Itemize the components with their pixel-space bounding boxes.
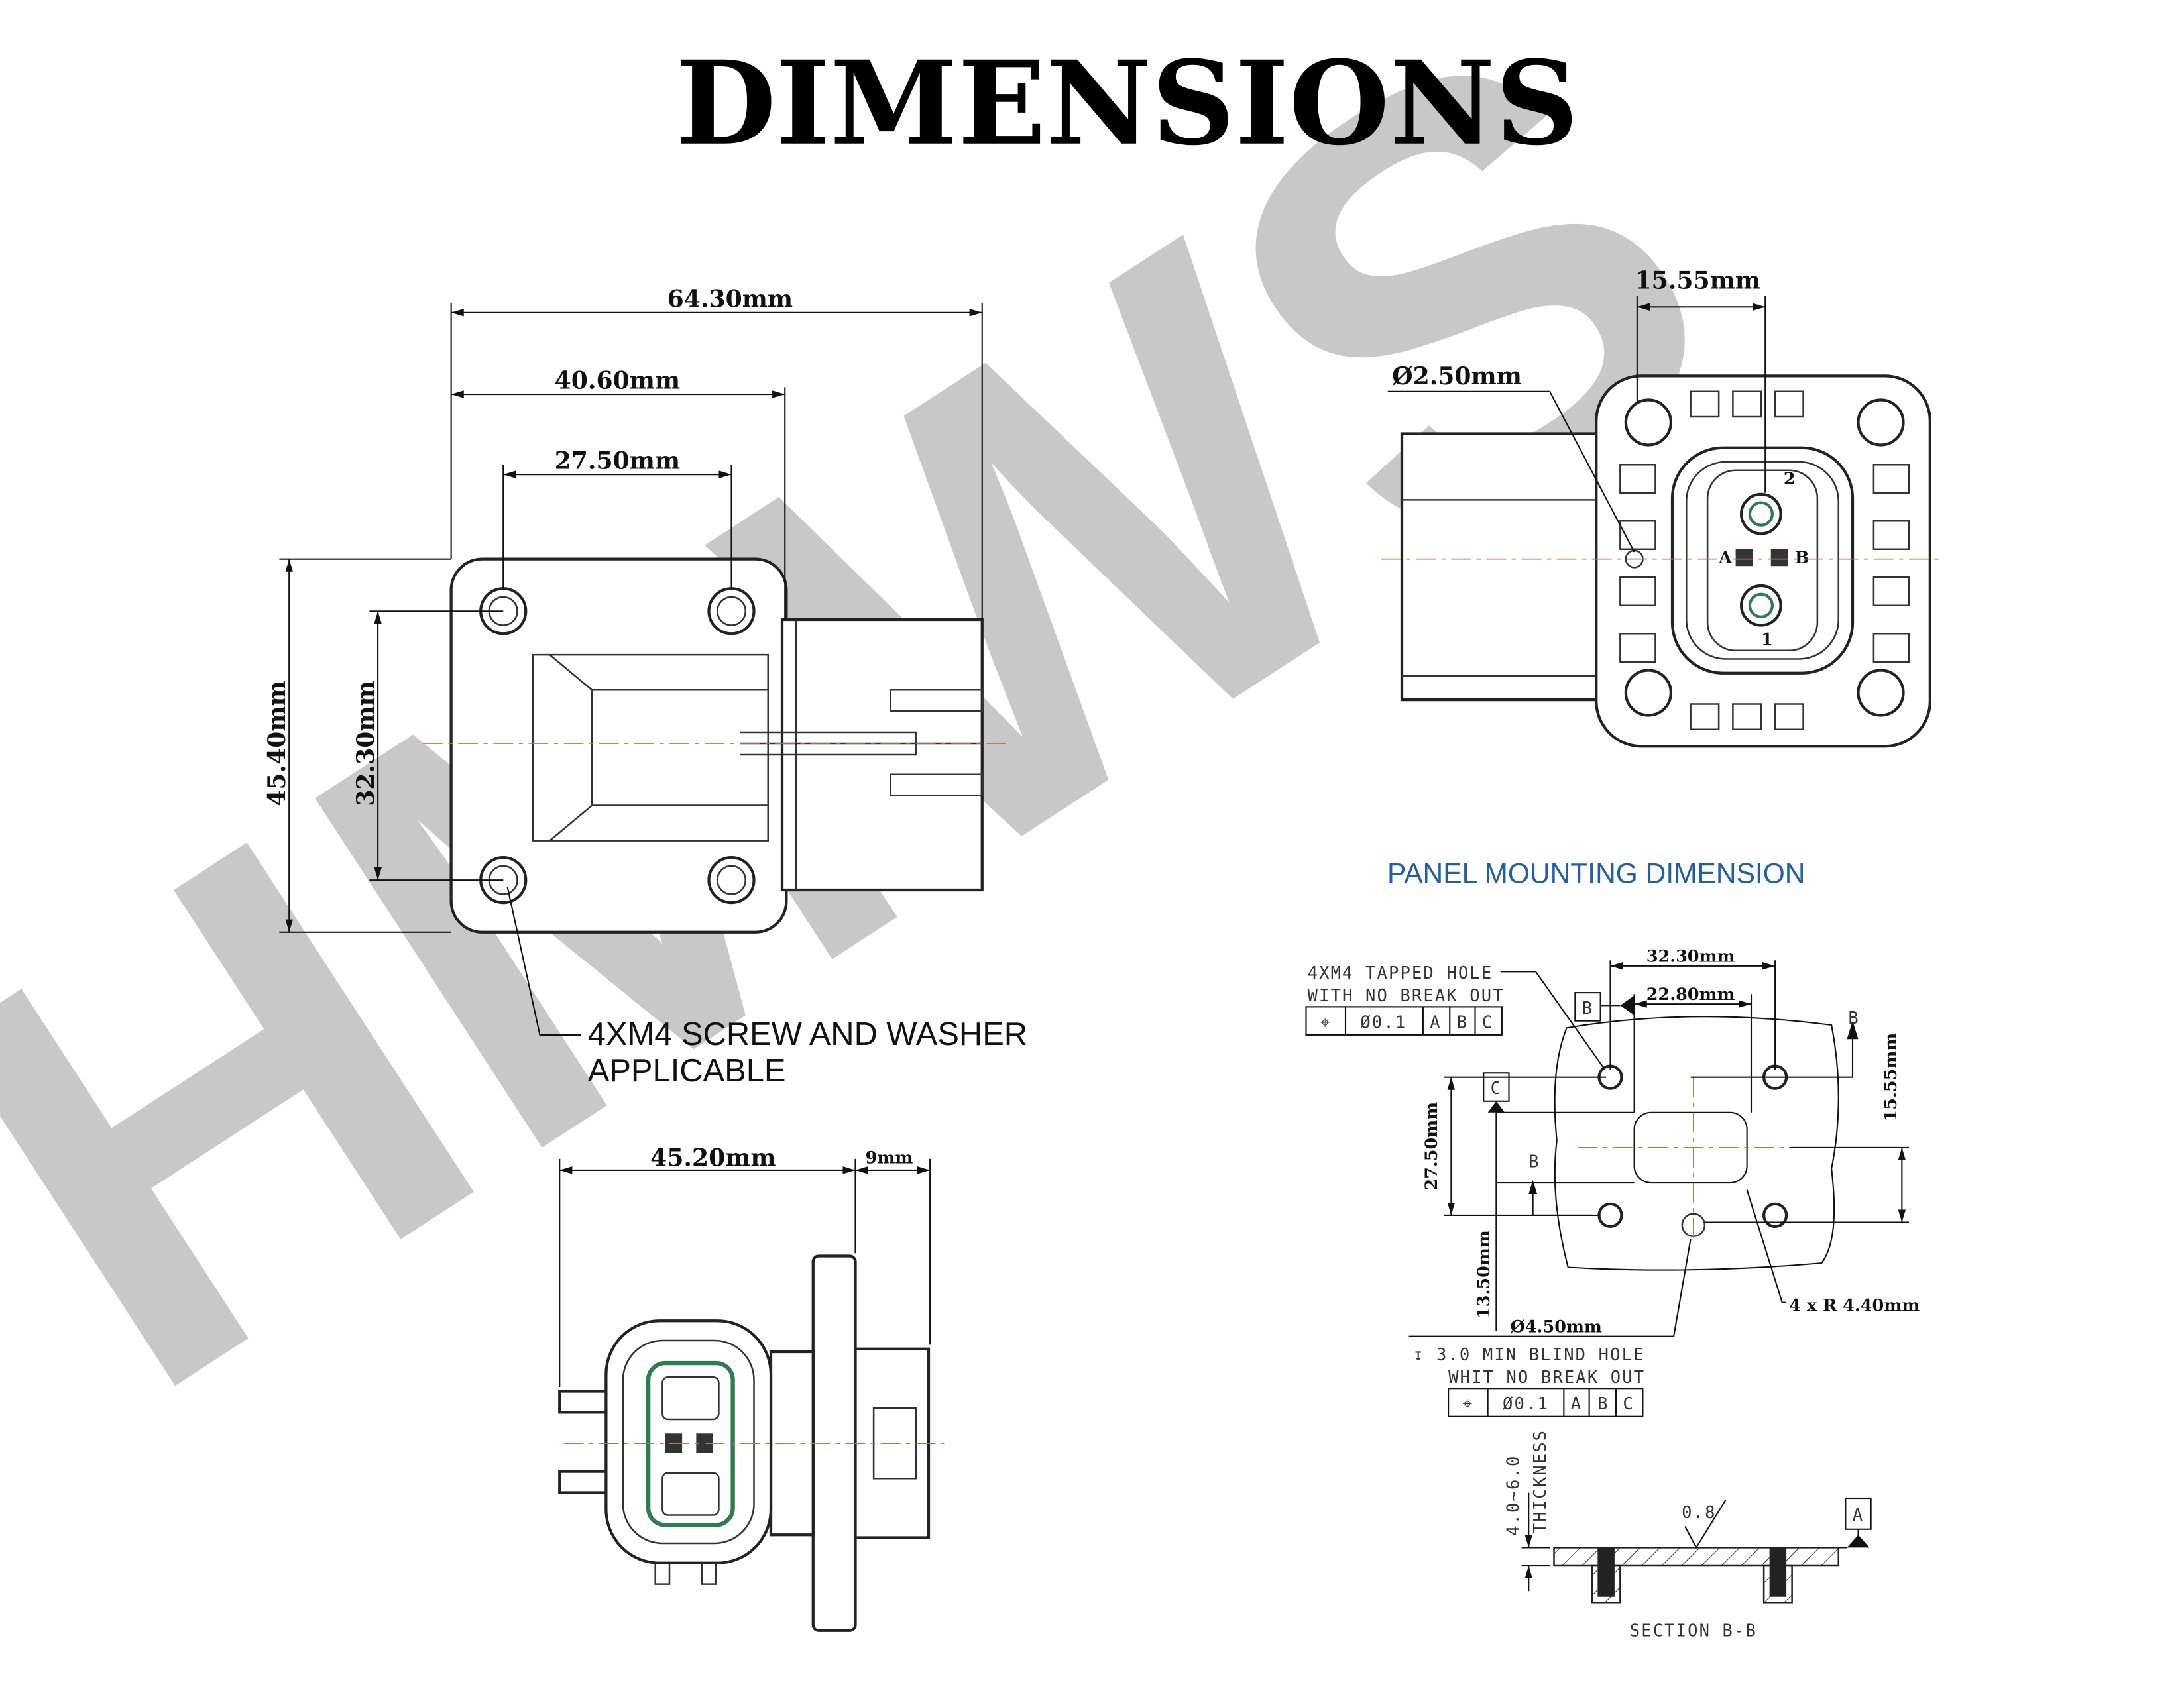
- panel-dim-hole-h: 32.30mm: [1646, 946, 1735, 966]
- side-view: 45.20mm 9mm: [558, 1144, 945, 1632]
- panel-dim-offset: 13.50mm: [1474, 1230, 1494, 1319]
- tolerance-value: Ø0.1: [1360, 1013, 1407, 1032]
- datum-b: B: [1597, 1394, 1609, 1414]
- fcf-blind: ⌖ Ø0.1 A B C: [1448, 1388, 1644, 1417]
- datum-a: A: [1430, 1013, 1441, 1032]
- page-title: DIMENSIONS: [676, 36, 1579, 172]
- dim-hole-spacing-h: 27.50mm: [555, 447, 681, 475]
- thickness-label: THICKNESS: [1530, 1429, 1550, 1533]
- blind-hole-line1: ↧ 3.0 MIN BLIND HOLE: [1413, 1345, 1645, 1365]
- dim-hole-diameter: Ø2.50mm: [1392, 362, 1522, 390]
- thickness-value: 4.0~6.0: [1503, 1455, 1523, 1536]
- dim-flange-width: 40.60mm: [555, 366, 681, 395]
- dim-overall-height: 45.40mm: [262, 681, 291, 806]
- front-view: 64.30mm 40.60mm 27.50mm 45.40mm 32.30mm …: [262, 284, 1027, 1089]
- datum-a-label: A: [1853, 1506, 1864, 1525]
- tapped-hole-line2: WITH NO BREAK OUT: [1308, 986, 1505, 1006]
- dim-flange-depth: 9mm: [866, 1148, 913, 1168]
- pin-label-b: B: [1795, 548, 1810, 568]
- screw-note-line2: APPLICABLE: [588, 1053, 786, 1089]
- dim-overall-width: 64.30mm: [667, 284, 793, 313]
- datum-b-label: B: [1582, 999, 1593, 1018]
- tolerance-value: Ø0.1: [1503, 1394, 1549, 1414]
- panel-corner-radius: 4 x R 4.40mm: [1789, 1295, 1920, 1315]
- panel-dim-cutout-h: 27.50mm: [1422, 1102, 1442, 1191]
- pin-label-a: A: [1718, 548, 1733, 568]
- dim-hole-spacing-v: 32.30mm: [351, 681, 380, 806]
- datum-c-label: C: [1491, 1079, 1502, 1099]
- dim-body-length: 45.20mm: [650, 1144, 776, 1172]
- screw-note-line1: 4XM4 SCREW AND WASHER: [588, 1016, 1027, 1052]
- rear-view: 2 A B 1 15.55mm Ø2.50mm: [1381, 266, 1945, 748]
- datum-c: C: [1482, 1013, 1493, 1032]
- panel-mounting: PANEL MOUNTING DIMENSION 32.30mm 22.80mm…: [1305, 858, 1920, 1417]
- section-title: SECTION B-B: [1630, 1621, 1757, 1641]
- position-symbol: ⌖: [1463, 1394, 1473, 1414]
- pin-label-2: 2: [1784, 469, 1796, 489]
- panel-dim-cutout-w: 22.80mm: [1646, 985, 1735, 1005]
- panel-blind-dia: Ø4.50mm: [1511, 1317, 1602, 1337]
- section-mark-left: B: [1528, 1152, 1540, 1172]
- section-mark-right: B: [1848, 1009, 1859, 1028]
- position-symbol: ⌖: [1320, 1013, 1331, 1032]
- pin-label-1: 1: [1761, 630, 1773, 649]
- datum-c: C: [1623, 1394, 1634, 1414]
- section-b-b: 4.0~6.0 THICKNESS 0.8 A SECTION B-B: [1503, 1429, 1872, 1641]
- datum-b: B: [1457, 1013, 1468, 1032]
- tapped-hole-line1: 4XM4 TAPPED HOLE: [1308, 963, 1493, 983]
- panel-dim-hole-v: 15.55mm: [1881, 1033, 1901, 1122]
- panel-title: PANEL MOUNTING DIMENSION: [1387, 858, 1805, 889]
- blind-hole-line2: WHIT NO BREAK OUT: [1448, 1368, 1645, 1388]
- dim-pin-spacing: 15.55mm: [1635, 266, 1761, 295]
- surface-roughness: 0.8: [1682, 1503, 1716, 1523]
- datum-a: A: [1571, 1394, 1582, 1414]
- fcf-tapped: ⌖ Ø0.1 A B C: [1305, 1006, 1503, 1036]
